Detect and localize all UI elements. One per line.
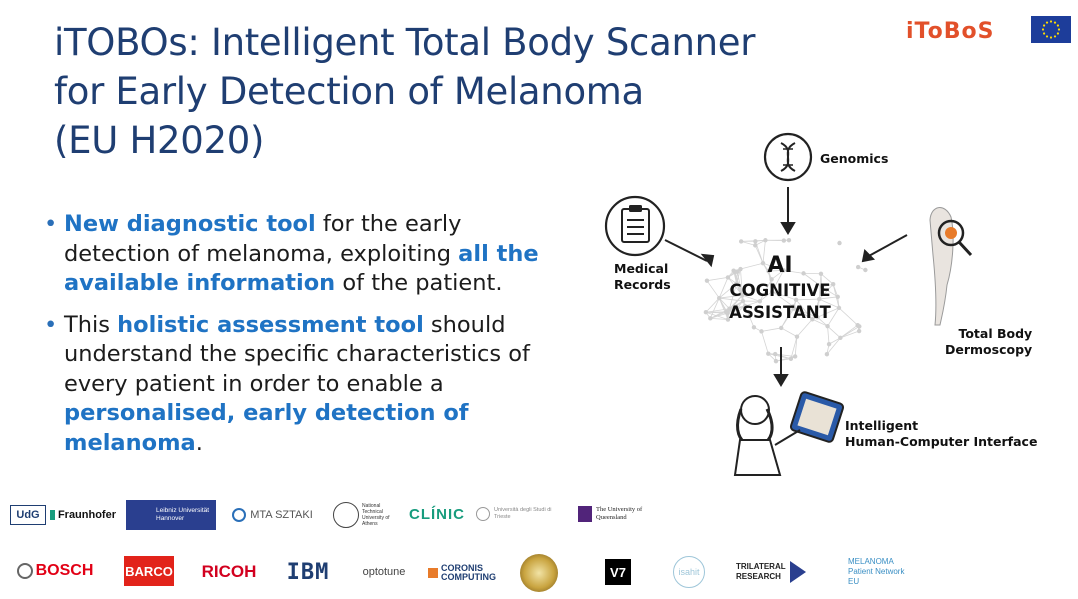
- arrows: [664, 187, 908, 387]
- sztaki-icon: [232, 508, 247, 522]
- fraunhofer-text: Fraunhofer: [57, 509, 116, 521]
- eu-star: [1045, 35, 1049, 38]
- itobos-logo-text: iToBoS: [906, 18, 995, 44]
- partner-logo-clinic: CLÍNIC: [409, 505, 465, 523]
- eu-star: [1042, 24, 1046, 27]
- coronis-text: CORONIS COMPUTING: [441, 563, 496, 582]
- bullet-item-2: • This holistic assessment tool should u…: [44, 311, 564, 459]
- partner-logo-optotune: optotune: [362, 566, 406, 578]
- partner-logos: UdG Fraunhofer Leibniz Universität Hanno…: [0, 488, 1078, 599]
- highlight-holistic-tool: holistic assessment tool: [117, 311, 424, 338]
- eu-star: [1056, 24, 1060, 27]
- partner-logo-ntua: National Technical University of Athens: [330, 498, 390, 532]
- partner-logo-udg: UdG: [10, 505, 46, 525]
- cognitive-label: COGNITIVE: [729, 281, 831, 300]
- bullet-dot: •: [44, 311, 58, 338]
- eu-star: [1042, 32, 1046, 35]
- ai-label: AI: [767, 253, 793, 278]
- body-scan-icon: [929, 207, 973, 326]
- interface-line-2: Human-Computer Interface: [845, 434, 1038, 449]
- medical-records-label: Medical Records: [614, 261, 671, 293]
- partner-logo-barco: BARCO: [124, 556, 174, 586]
- coronis-icon: [428, 568, 438, 578]
- partner-logo-v7: V7: [605, 559, 631, 585]
- bullet-text-2: This holistic assessment tool should und…: [64, 312, 530, 456]
- doctor-with-tablet-icon: [733, 391, 845, 476]
- partner-logo-uq: The University of Queensland: [578, 502, 662, 526]
- interface-line-1: Intelligent: [845, 418, 919, 433]
- bullet-2-text-c: .: [195, 429, 203, 456]
- partner-logo-bosch: BOSCH: [10, 560, 100, 582]
- genomics-label: Genomics: [820, 151, 889, 166]
- partner-logo-isahit: isahit: [673, 556, 705, 588]
- clipboard-icon: [604, 195, 666, 257]
- interface-label: Intelligent Human-Computer Interface: [845, 418, 1037, 450]
- eu-star: [1053, 21, 1057, 24]
- partner-logo-hannover: Leibniz Universität Hannover: [126, 500, 216, 530]
- partner-logo-trieste: Università degli Studi di Trieste: [476, 504, 568, 524]
- trilateral-text: TRILATERAL RESEARCH: [736, 562, 786, 581]
- partner-logo-ricoh: RICOH: [201, 562, 257, 581]
- eu-star: [1053, 35, 1057, 38]
- bullet-1-text-b: of the patient.: [335, 270, 503, 296]
- eu-flag-icon: [1031, 16, 1071, 43]
- partner-logo-melanoma-network: MELANOMA Patient Network EU: [848, 557, 905, 586]
- title-line-1: iTOBOs: Intelligent Total Body Scanner: [54, 21, 756, 64]
- eu-star: [1049, 20, 1053, 23]
- eu-star: [1041, 28, 1045, 31]
- uq-crest-icon: [578, 506, 592, 522]
- trieste-text: Università degli Studi di Trieste: [494, 507, 552, 520]
- slide-title: iTOBOs: Intelligent Total Body Scanner f…: [54, 18, 814, 165]
- partner-logo-fraunhofer: Fraunhofer: [50, 505, 116, 525]
- itobos-logo: iToBoS: [906, 16, 994, 46]
- partner-logo-coronis: CORONIS COMPUTING: [428, 564, 500, 582]
- ntua-seal-icon: [333, 502, 359, 528]
- dna-icon: [763, 132, 813, 182]
- total-body-label: Total Body Dermoscopy: [945, 326, 1032, 358]
- total-body-line-1: Total Body: [958, 326, 1033, 341]
- bullet-list: • New diagnostic tool for the early dete…: [44, 210, 564, 470]
- uq-text: The University of Queensland: [596, 506, 643, 521]
- eu-star: [1057, 28, 1061, 31]
- eu-star: [1045, 21, 1049, 24]
- assistant-label: ASSISTANT: [729, 303, 831, 322]
- bosch-text: BOSCH: [35, 562, 94, 579]
- partner-logo-ibm: IBM: [286, 559, 330, 585]
- highlight-new-diagnostic-tool: New diagnostic tool: [64, 211, 316, 237]
- title-line-3: (EU H2020): [54, 119, 265, 162]
- eu-star: [1049, 36, 1053, 39]
- title-line-2: for Early Detection of Melanoma: [54, 70, 644, 113]
- bullet-item-1: • New diagnostic tool for the early dete…: [44, 210, 564, 299]
- total-body-line-2: Dermoscopy: [945, 342, 1033, 357]
- neural-network-graphic: [703, 237, 868, 364]
- highlight-all-info: all the available information: [64, 240, 539, 297]
- partner-logo-sztaki: MTA SZTAKI: [230, 504, 315, 526]
- bosch-icon: [16, 563, 33, 579]
- partner-logo-seal: [520, 554, 558, 592]
- bullet-1-text-a: for the early detection of melanoma, exp…: [64, 211, 462, 267]
- medical-records-line-2: Records: [614, 277, 671, 292]
- bullet-text-1: New diagnostic tool for the early detect…: [64, 211, 539, 296]
- ntua-text: National Technical University of Athens: [362, 503, 390, 527]
- highlight-personalised: personalised, early detection of melanom…: [64, 400, 469, 456]
- bullet-2-text-a: This: [64, 311, 118, 338]
- fraunhofer-icon: [50, 510, 55, 520]
- eu-star: [1056, 32, 1060, 35]
- partner-logo-trilateral: TRILATERAL RESEARCH: [735, 558, 807, 586]
- bullet-2-text-b: should understand the specific character…: [64, 311, 530, 397]
- trieste-seal-icon: [476, 507, 490, 521]
- bullet-dot: •: [44, 211, 58, 237]
- medical-records-line-1: Medical: [614, 261, 669, 276]
- sztaki-text: MTA SZTAKI: [250, 509, 313, 521]
- ai-assistant-diagram: Genomics Medical Records Total Body Derm…: [595, 125, 1065, 480]
- trilateral-arrow-icon: [790, 561, 806, 583]
